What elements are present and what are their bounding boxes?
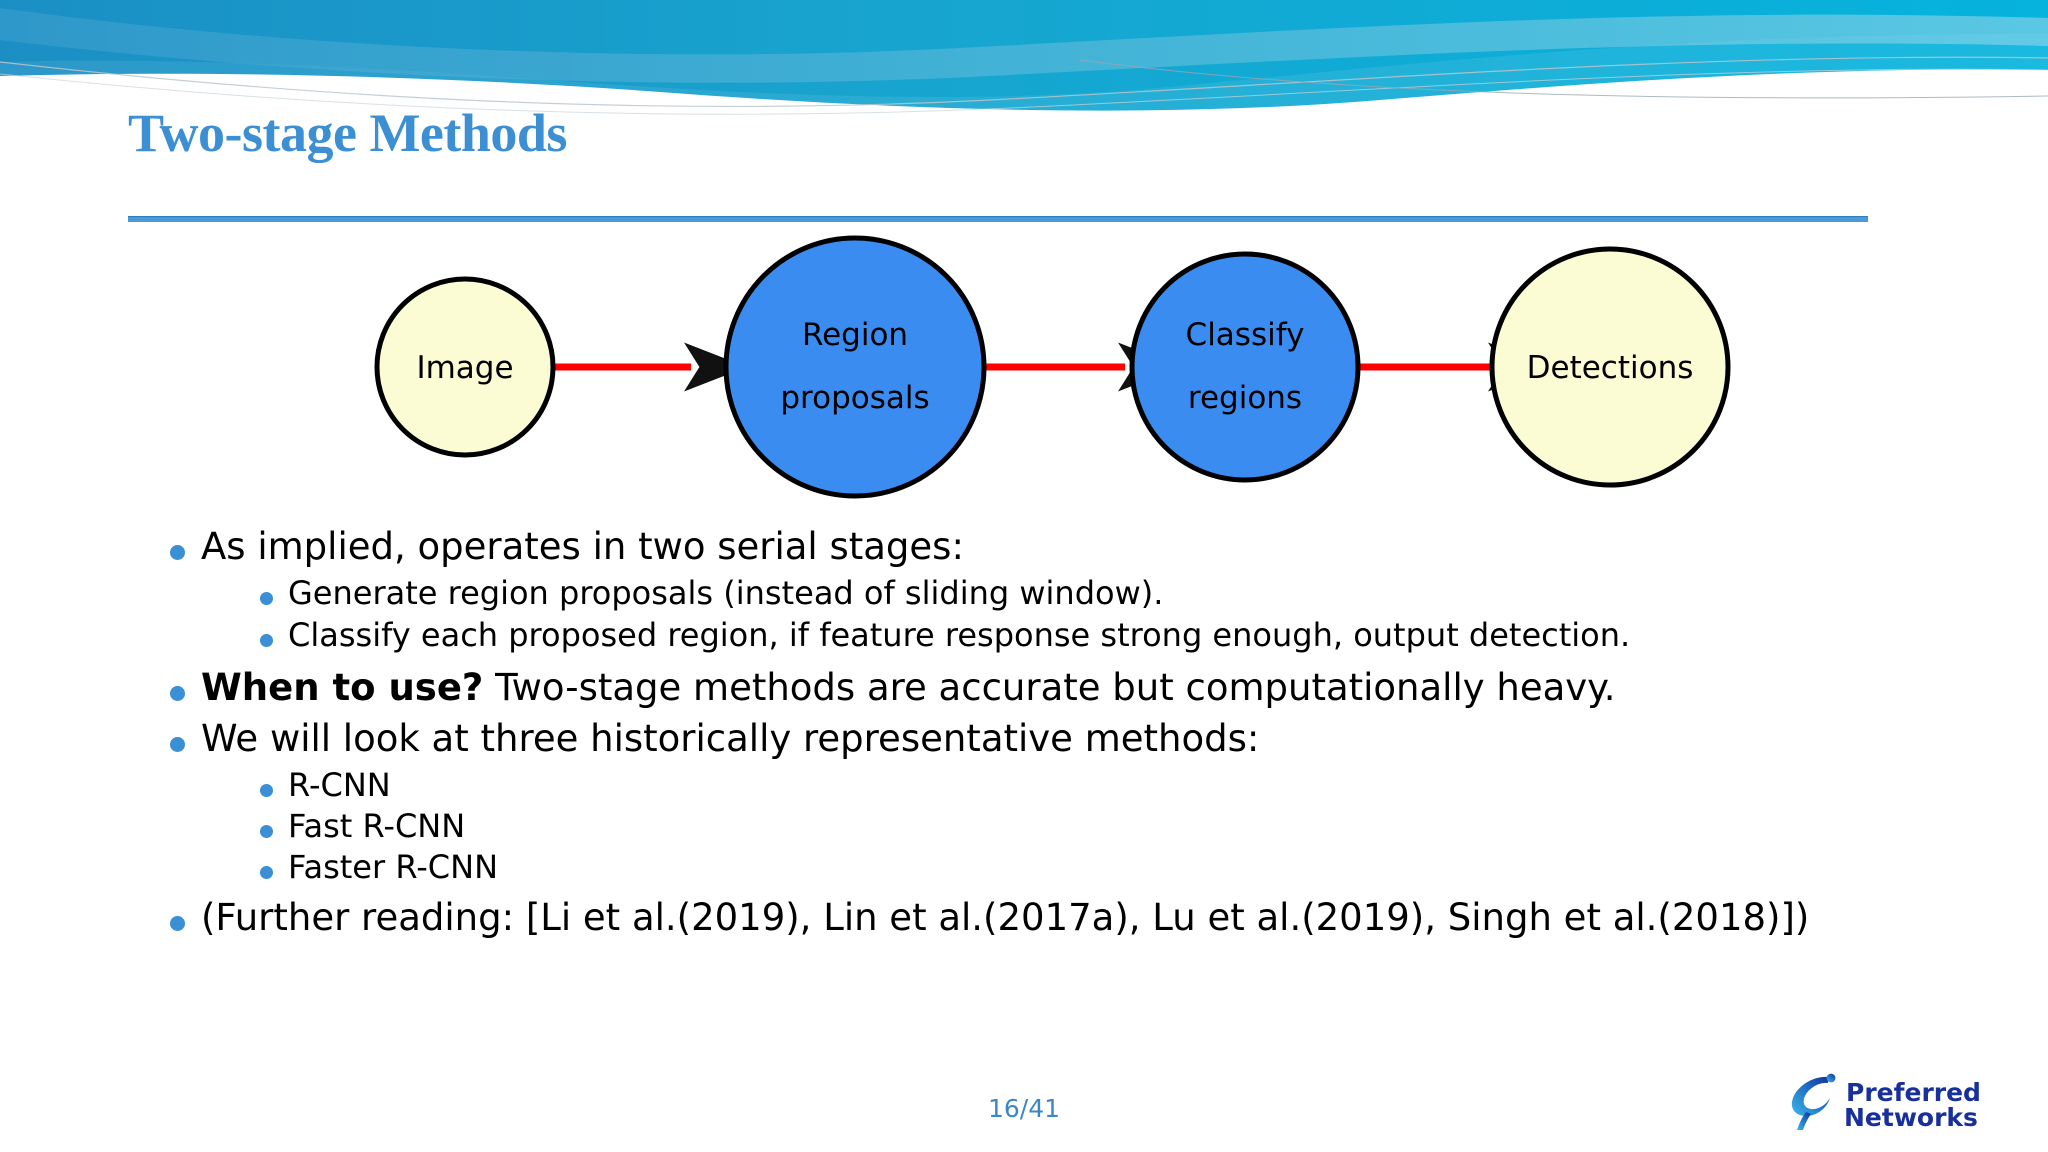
- list-item-when-to-use: When to use? Two-stage methods are accur…: [170, 669, 1970, 706]
- page-title: Two-stage Methods: [128, 103, 567, 163]
- bullet-text: Faster R-CNN: [288, 848, 499, 886]
- bullet-dot-icon: [260, 825, 273, 838]
- bullet-text-rest: Two-stage methods are accurate but compu…: [483, 666, 1616, 709]
- list-item-fast-rcnn: Fast R-CNN: [260, 810, 1970, 842]
- header-wave-banner: [0, 0, 2048, 120]
- pn-logo-line2: Networks: [1844, 1103, 1978, 1132]
- pipeline-node-region-proposals-label-line1: Region: [802, 317, 908, 353]
- bullet-text-when-to-use: When to use? Two-stage methods are accur…: [201, 669, 1616, 706]
- bullet-text: (Further reading: [Li et al.(2019), Lin …: [201, 896, 1810, 939]
- pipeline-node-classify-regions: Classify regions: [1129, 251, 1361, 483]
- list-item-rcnn: R-CNN: [260, 769, 1970, 801]
- pipeline-node-region-proposals-label-line2: proposals: [780, 380, 929, 416]
- list-item: We will look at three historically repre…: [170, 720, 1970, 757]
- two-stage-pipeline-diagram: Image Region proposals Classify regions …: [355, 235, 1785, 500]
- bullet-dot-icon: [260, 866, 273, 879]
- preferred-networks-logo: Preferred Networks: [1786, 1068, 2026, 1138]
- bullet-dot-icon: [170, 916, 185, 931]
- pipeline-node-classify-regions-label-line1: Classify: [1186, 317, 1305, 353]
- pn-mark-icon: [1791, 1073, 1836, 1130]
- bullet-text: Classify each proposed region, if featur…: [288, 616, 1631, 654]
- bullet-bold-prefix: When to use?: [201, 666, 484, 709]
- bullet-text: We will look at three historically repre…: [201, 717, 1260, 760]
- pipeline-node-image-label: Image: [416, 350, 513, 386]
- pipeline-node-detections-label: Detections: [1527, 350, 1694, 386]
- list-item: Generate region proposals (instead of sl…: [260, 577, 1970, 609]
- bullet-text: Fast R-CNN: [288, 807, 466, 845]
- list-item-further-reading: (Further reading: [Li et al.(2019), Lin …: [170, 899, 1970, 936]
- bullet-text: R-CNN: [288, 766, 391, 804]
- bullet-dot-icon: [170, 686, 185, 701]
- pipeline-node-region-proposals: Region proposals: [723, 235, 987, 499]
- bullet-dot-icon: [260, 634, 273, 647]
- page-number: 16/41: [987, 1094, 1061, 1123]
- bullet-text: As implied, operates in two serial stage…: [201, 525, 964, 568]
- title-divider: [128, 216, 1868, 222]
- slide-body: As implied, operates in two serial stage…: [170, 528, 1970, 936]
- list-item: As implied, operates in two serial stage…: [170, 528, 1970, 565]
- list-item-faster-rcnn: Faster R-CNN: [260, 851, 1970, 883]
- pipeline-node-classify-regions-label-line2: regions: [1188, 380, 1302, 416]
- pn-logo-line1: Preferred: [1846, 1078, 1981, 1107]
- pipeline-node-image: Image: [374, 276, 556, 458]
- bullet-text: Generate region proposals (instead of sl…: [288, 574, 1164, 612]
- bullet-dot-icon: [260, 592, 273, 605]
- list-item: Classify each proposed region, if featur…: [260, 619, 1970, 651]
- bullet-dot-icon: [170, 545, 185, 560]
- bullet-dot-icon: [170, 737, 185, 752]
- bullet-dot-icon: [260, 784, 273, 797]
- pipeline-node-detections: Detections: [1489, 246, 1731, 488]
